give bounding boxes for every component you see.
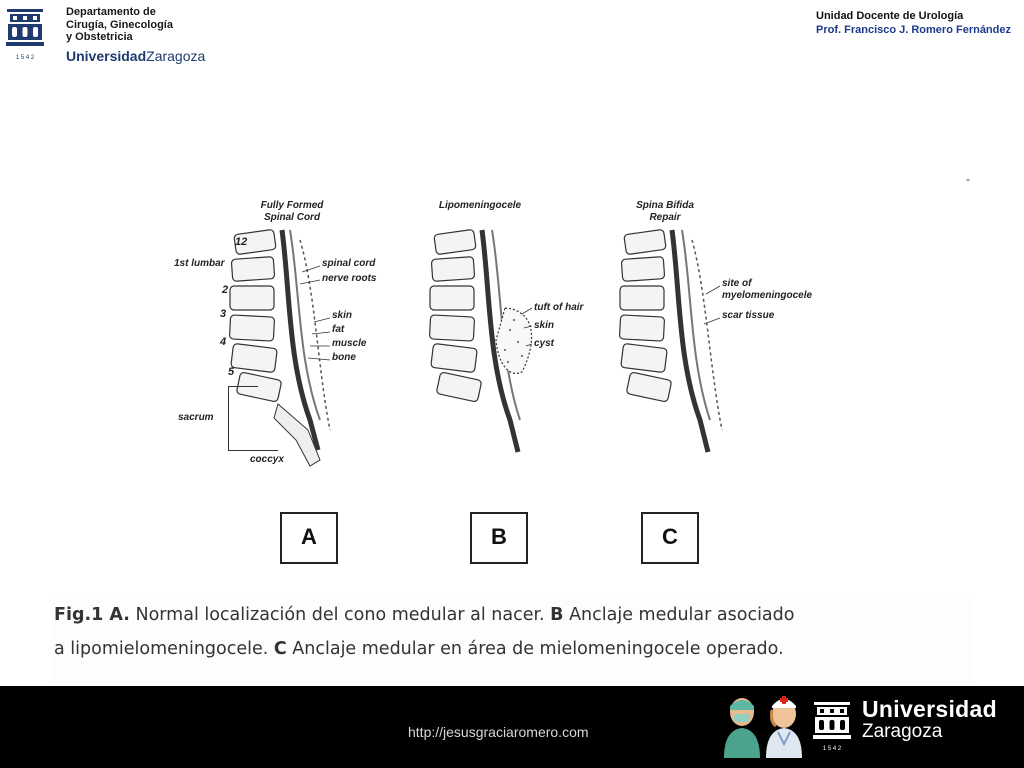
panel-a: Fully Formed Spinal Cord xyxy=(150,190,376,490)
panel-c: Spina Bifida Repair site of myelomeningo… xyxy=(610,190,830,490)
cyst-label: cyst xyxy=(534,338,555,349)
professor-name: Prof. Francisco J. Romero Fernández xyxy=(816,24,1011,36)
vertebra-label-5: 5 xyxy=(228,366,235,378)
letter-box-a: A xyxy=(280,512,338,564)
spine-a-illustration xyxy=(228,229,331,467)
department-header: 1 5 4 2 Departamento de Cirugía, Ginecol… xyxy=(4,3,234,65)
spine-figure: Fully Formed Spinal Cord xyxy=(150,190,850,490)
vertebra-label-4: 4 xyxy=(220,336,227,348)
tuft-of-hair-label: tuft of hair xyxy=(534,302,584,313)
fat-label: fat xyxy=(332,324,345,335)
university-wordmark: UniversidadZaragoza xyxy=(66,48,205,64)
footer-bar: http://jesusgraciaromero.com 1 5 4 2 Uni… xyxy=(0,686,1024,768)
myelomeningocele-label: myelomeningocele xyxy=(722,290,813,301)
website-url: http://jesusgraciaromero.com xyxy=(408,724,589,740)
crest-year-text: 1 5 4 2 xyxy=(16,55,35,61)
muscle-label: muscle xyxy=(332,338,367,349)
spine-b-illustration xyxy=(429,229,533,453)
caption-part-1: Normal localización del cono medular al … xyxy=(129,605,551,625)
caption-part-3: a lipomielomeningocele. xyxy=(54,639,274,659)
caption-fig-label: Fig.1 A. xyxy=(54,605,130,625)
vertebra-label-3: 3 xyxy=(220,308,227,320)
vertebra-label-2: 2 xyxy=(222,284,229,296)
caption-line-2: a lipomielomeningocele. C Anclaje medula… xyxy=(54,632,972,666)
panel-b-title: Lipomeningocele xyxy=(410,200,550,212)
footer-uni-line-1: Universidad xyxy=(862,696,997,722)
panel-a-title-line-2: Spinal Cord xyxy=(263,212,321,223)
university-crest-footer-icon: 1 5 4 2 xyxy=(813,702,851,752)
caption-b-label: B xyxy=(550,605,564,625)
vertebra-label-12: 12 xyxy=(235,236,248,248)
nerve-roots-label: nerve roots xyxy=(322,273,377,284)
spinal-cord-label: spinal cord xyxy=(322,258,376,269)
panel-b: Lipomeningocele xyxy=(410,190,630,490)
panel-c-title-line-1: Spina Bifida xyxy=(636,200,694,211)
panel-c-title: Spina Bifida Repair xyxy=(620,200,710,224)
skin-label-a: skin xyxy=(332,310,353,321)
vertebra-label-1st-lumbar: 1st lumbar xyxy=(174,258,225,269)
coccyx-label: coccyx xyxy=(250,454,284,465)
university-bold: Universidad xyxy=(66,48,147,64)
department-name: Departamento de Cirugía, Ginecología y O… xyxy=(66,6,236,44)
spine-c-illustration xyxy=(619,229,723,453)
bone-label: bone xyxy=(332,352,356,363)
letter-box-b: B xyxy=(470,512,528,564)
footer-uni-line-2: Zaragoza xyxy=(862,721,943,742)
crest-footer-year-text: 1 5 4 2 xyxy=(823,746,842,752)
unit-title: Unidad Docente de Urología xyxy=(816,10,964,22)
panel-c-title-line-2: Repair xyxy=(649,212,681,223)
footer-university-wordmark: Universidad Zaragoza xyxy=(862,696,997,743)
sacrum-label: sacrum xyxy=(178,412,214,423)
caption-part-4: Anclaje medular en área de mielomeningoc… xyxy=(286,639,784,659)
figure-caption: Fig.1 A. Normal localización del cono me… xyxy=(52,598,972,684)
panel-b-title-line-1: Lipomeningocele xyxy=(438,200,522,211)
panel-a-title-line-1: Fully Formed xyxy=(260,200,324,211)
letter-box-c: C xyxy=(641,512,699,564)
caption-c-label: C xyxy=(273,639,287,659)
caption-part-2: Anclaje medular asociado xyxy=(563,605,795,625)
panel-a-title: Fully Formed Spinal Cord xyxy=(242,200,342,224)
unit-header: Unidad Docente de Urología Prof. Francis… xyxy=(816,10,1016,36)
skin-label-b: skin xyxy=(534,320,555,331)
dept-line-2: Cirugía, Ginecología xyxy=(66,18,173,31)
caption-line-1: Fig.1 A. Normal localización del cono me… xyxy=(54,598,972,632)
university-crest-icon: 1 5 4 2 xyxy=(6,9,44,61)
university-rest: Zaragoza xyxy=(146,48,206,64)
site-of-label: site of xyxy=(722,278,752,289)
dept-line-1: Departamento de xyxy=(66,6,156,18)
dept-line-3: y Obstetricia xyxy=(66,31,133,43)
doctor-nurse-icon xyxy=(724,696,802,758)
stray-dash: - xyxy=(966,172,970,186)
scar-tissue-label: scar tissue xyxy=(722,310,775,321)
